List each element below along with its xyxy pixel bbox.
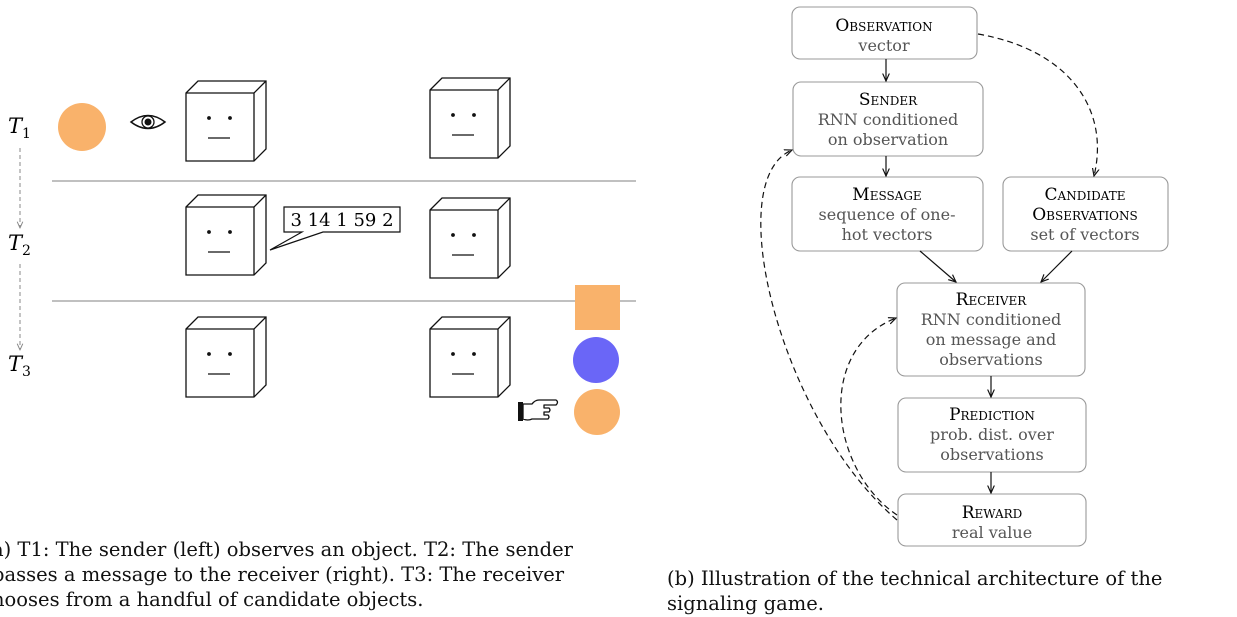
candidate-orange-square	[575, 285, 620, 330]
pointing-hand-icon	[518, 399, 559, 421]
sender-cube-t1	[185, 80, 267, 162]
caption-b-line-1: (b) Illustration of the technical archit…	[667, 567, 1163, 590]
receiver-line-1: RNN conditioned	[921, 310, 1062, 329]
candidate-orange-circle	[574, 389, 620, 435]
node-sender: Sender RNN conditioned on observation	[792, 81, 984, 157]
node-observation: Observation vector	[791, 6, 978, 60]
candidates-title-2: Observations	[1032, 205, 1138, 225]
observed-orange-circle	[58, 103, 106, 151]
node-prediction: Prediction prob. dist. over observations	[897, 397, 1087, 473]
receiver-title: Receiver	[956, 290, 1028, 310]
prediction-line-2: observations	[940, 445, 1043, 464]
reward-line-1: real value	[952, 523, 1032, 542]
dashed-arrow-observation-candidates	[977, 33, 1097, 176]
node-reward: Reward real value	[897, 493, 1087, 547]
message-title: Message	[852, 185, 921, 205]
sender-cube-t2	[185, 194, 267, 276]
message-text: 3 14 1 59 2	[290, 210, 393, 231]
message-line-1: sequence of one-	[819, 205, 956, 224]
candidates-title-1: Candidate	[1045, 185, 1126, 205]
receiver-cube-t3	[429, 316, 511, 398]
node-candidate-observations: Candidate Observations set of vectors	[1002, 176, 1169, 252]
time-label-t1: T1	[8, 114, 31, 142]
arrow-message-receiver	[919, 250, 956, 282]
speech-bubble: 3 14 1 59 2	[269, 206, 401, 251]
caption-a: a) T1: The sender (left) observes an obj…	[0, 537, 652, 612]
caption-a-line-3: hooses from a handful of candidate objec…	[0, 588, 424, 611]
sender-line-2: on observation	[828, 130, 948, 149]
receiver-cube-t2	[429, 197, 511, 279]
prediction-title: Prediction	[949, 405, 1035, 425]
prediction-line-1: prob. dist. over	[930, 425, 1054, 444]
right-panel: Observation vector Sender RNN conditione…	[760, 6, 1169, 547]
time-label-t3: T3	[8, 352, 31, 380]
node-receiver: Receiver RNN conditioned on message and …	[896, 282, 1086, 377]
candidates-line-1: set of vectors	[1030, 225, 1139, 244]
message-line-2: hot vectors	[842, 225, 933, 244]
receiver-line-2: on message and	[926, 330, 1057, 349]
caption-a-line-1: a) T1: The sender (left) observes an obj…	[0, 538, 573, 561]
caption-b-line-2: signaling game.	[667, 592, 824, 615]
caption-a-line-2: passes a message to the receiver (right)…	[0, 563, 565, 586]
reward-title: Reward	[962, 503, 1023, 523]
time-label-t2: T2	[8, 231, 31, 259]
node-message: Message sequence of one- hot vectors	[791, 176, 984, 252]
sender-cube-t3	[185, 316, 267, 398]
eye-icon	[129, 114, 167, 130]
observation-title: Observation	[835, 16, 932, 36]
candidate-blue-circle	[573, 337, 619, 383]
left-panel: T1 T2 T3 3 14 1 59 2	[8, 77, 636, 435]
dashed-arrow-reward-sender	[760, 150, 898, 521]
observation-line-1: vector	[857, 36, 910, 55]
sender-line-1: RNN conditioned	[818, 110, 959, 129]
caption-b: (b) Illustration of the technical archit…	[667, 566, 1237, 616]
sender-title: Sender	[859, 90, 918, 110]
receiver-cube-t1	[429, 77, 511, 159]
dashed-arrow-reward-receiver	[840, 318, 897, 516]
receiver-line-3: observations	[939, 350, 1042, 369]
arrow-candidates-receiver	[1041, 250, 1073, 282]
